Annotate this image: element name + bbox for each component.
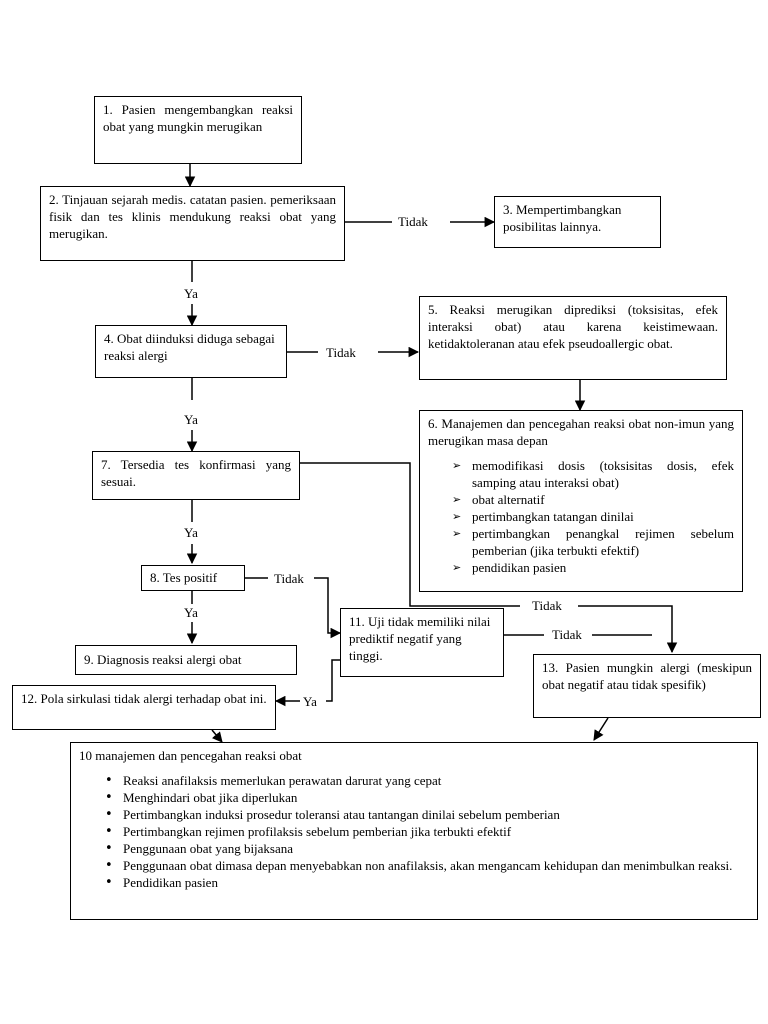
label-tidak-11-13: Tidak [550, 627, 584, 642]
node-11: 11. Uji tidak memiliki nilai prediktif n… [340, 608, 504, 677]
label-ya-2-4: Ya [182, 286, 200, 301]
node-6-item: pendidikan pasien [452, 559, 734, 576]
node-10-list: Reaksi anafilaksis memerlukan perawatan … [79, 772, 749, 891]
node-10-item: Pendidikan pasien [97, 874, 749, 891]
label-ya-11-12: Ya [301, 694, 319, 709]
node-5: 5. Reaksi merugikan diprediksi (toksisit… [419, 296, 727, 380]
node-10-item: Pertimbangkan induksi prosedur toleransi… [97, 806, 749, 823]
node-9: 9. Diagnosis reaksi alergi obat [75, 645, 297, 675]
node-7: 7. Tersedia tes konfirmasi yang sesuai. [92, 451, 300, 500]
node-1: 1. Pasien mengembangkan reaksi obat yang… [94, 96, 302, 164]
node-3: 3. Mempertimbangkan posibilitas lainnya. [494, 196, 661, 248]
node-10-item: Menghindari obat jika diperlukan [97, 789, 749, 806]
node-6-item: pertimbangkan tatangan dinilai [452, 508, 734, 525]
arrow-tidak-to-11 [314, 577, 342, 639]
arrow-tidak-to-13 [578, 605, 678, 654]
label-ya-4-7: Ya [182, 412, 200, 427]
node-6-title: 6. Manajemen dan pencegahan reaksi obat … [428, 416, 734, 448]
node-10-item: Penggunaan obat dimasa depan menyebabkan… [97, 857, 749, 874]
node-6-item: memodifikasi dosis (toksisitas dosis, ef… [452, 457, 734, 491]
node-13: 13. Pasien mungkin alergi (meskipun obat… [533, 654, 761, 718]
node-10-item: Pertimbangkan rejimen profilaksis sebelu… [97, 823, 749, 840]
label-tidak-8-11: Tidak [272, 571, 306, 586]
node-2: 2. Tinjauan sejarah medis. catatan pasie… [40, 186, 345, 261]
node-12: 12. Pola sirkulasi tidak alergi terhadap… [12, 685, 276, 730]
node-6-item: obat alternatif [452, 491, 734, 508]
arrow-13-to-10 [593, 717, 609, 741]
label-tidak-4-5: Tidak [324, 345, 358, 360]
node-10: 10 manajemen dan pencegahan reaksi obat … [70, 742, 758, 920]
node-10-item: Reaksi anafilaksis memerlukan perawatan … [97, 772, 749, 789]
node-10-item: Penggunaan obat yang bijaksana [97, 840, 749, 857]
node-6: 6. Manajemen dan pencegahan reaksi obat … [419, 410, 743, 592]
line-11-ya [326, 659, 340, 702]
node-8: 8. Tes positif [141, 565, 245, 591]
arrow-12-to-10 [211, 729, 223, 743]
node-6-list: memodifikasi dosis (toksisitas dosis, ef… [428, 457, 734, 576]
label-tidak-2-3: Tidak [396, 214, 430, 229]
node-6-item: pertimbangkan penangkal rejimen sebelum … [452, 525, 734, 559]
label-ya-7-8: Ya [182, 525, 200, 540]
label-ya-8-9: Ya [182, 605, 200, 620]
node-10-title: 10 manajemen dan pencegahan reaksi obat [79, 748, 302, 763]
line-7-tidak [300, 462, 520, 607]
label-tidak-7-13: Tidak [530, 598, 564, 613]
node-4: 4. Obat diinduksi diduga sebagai reaksi … [95, 325, 287, 378]
